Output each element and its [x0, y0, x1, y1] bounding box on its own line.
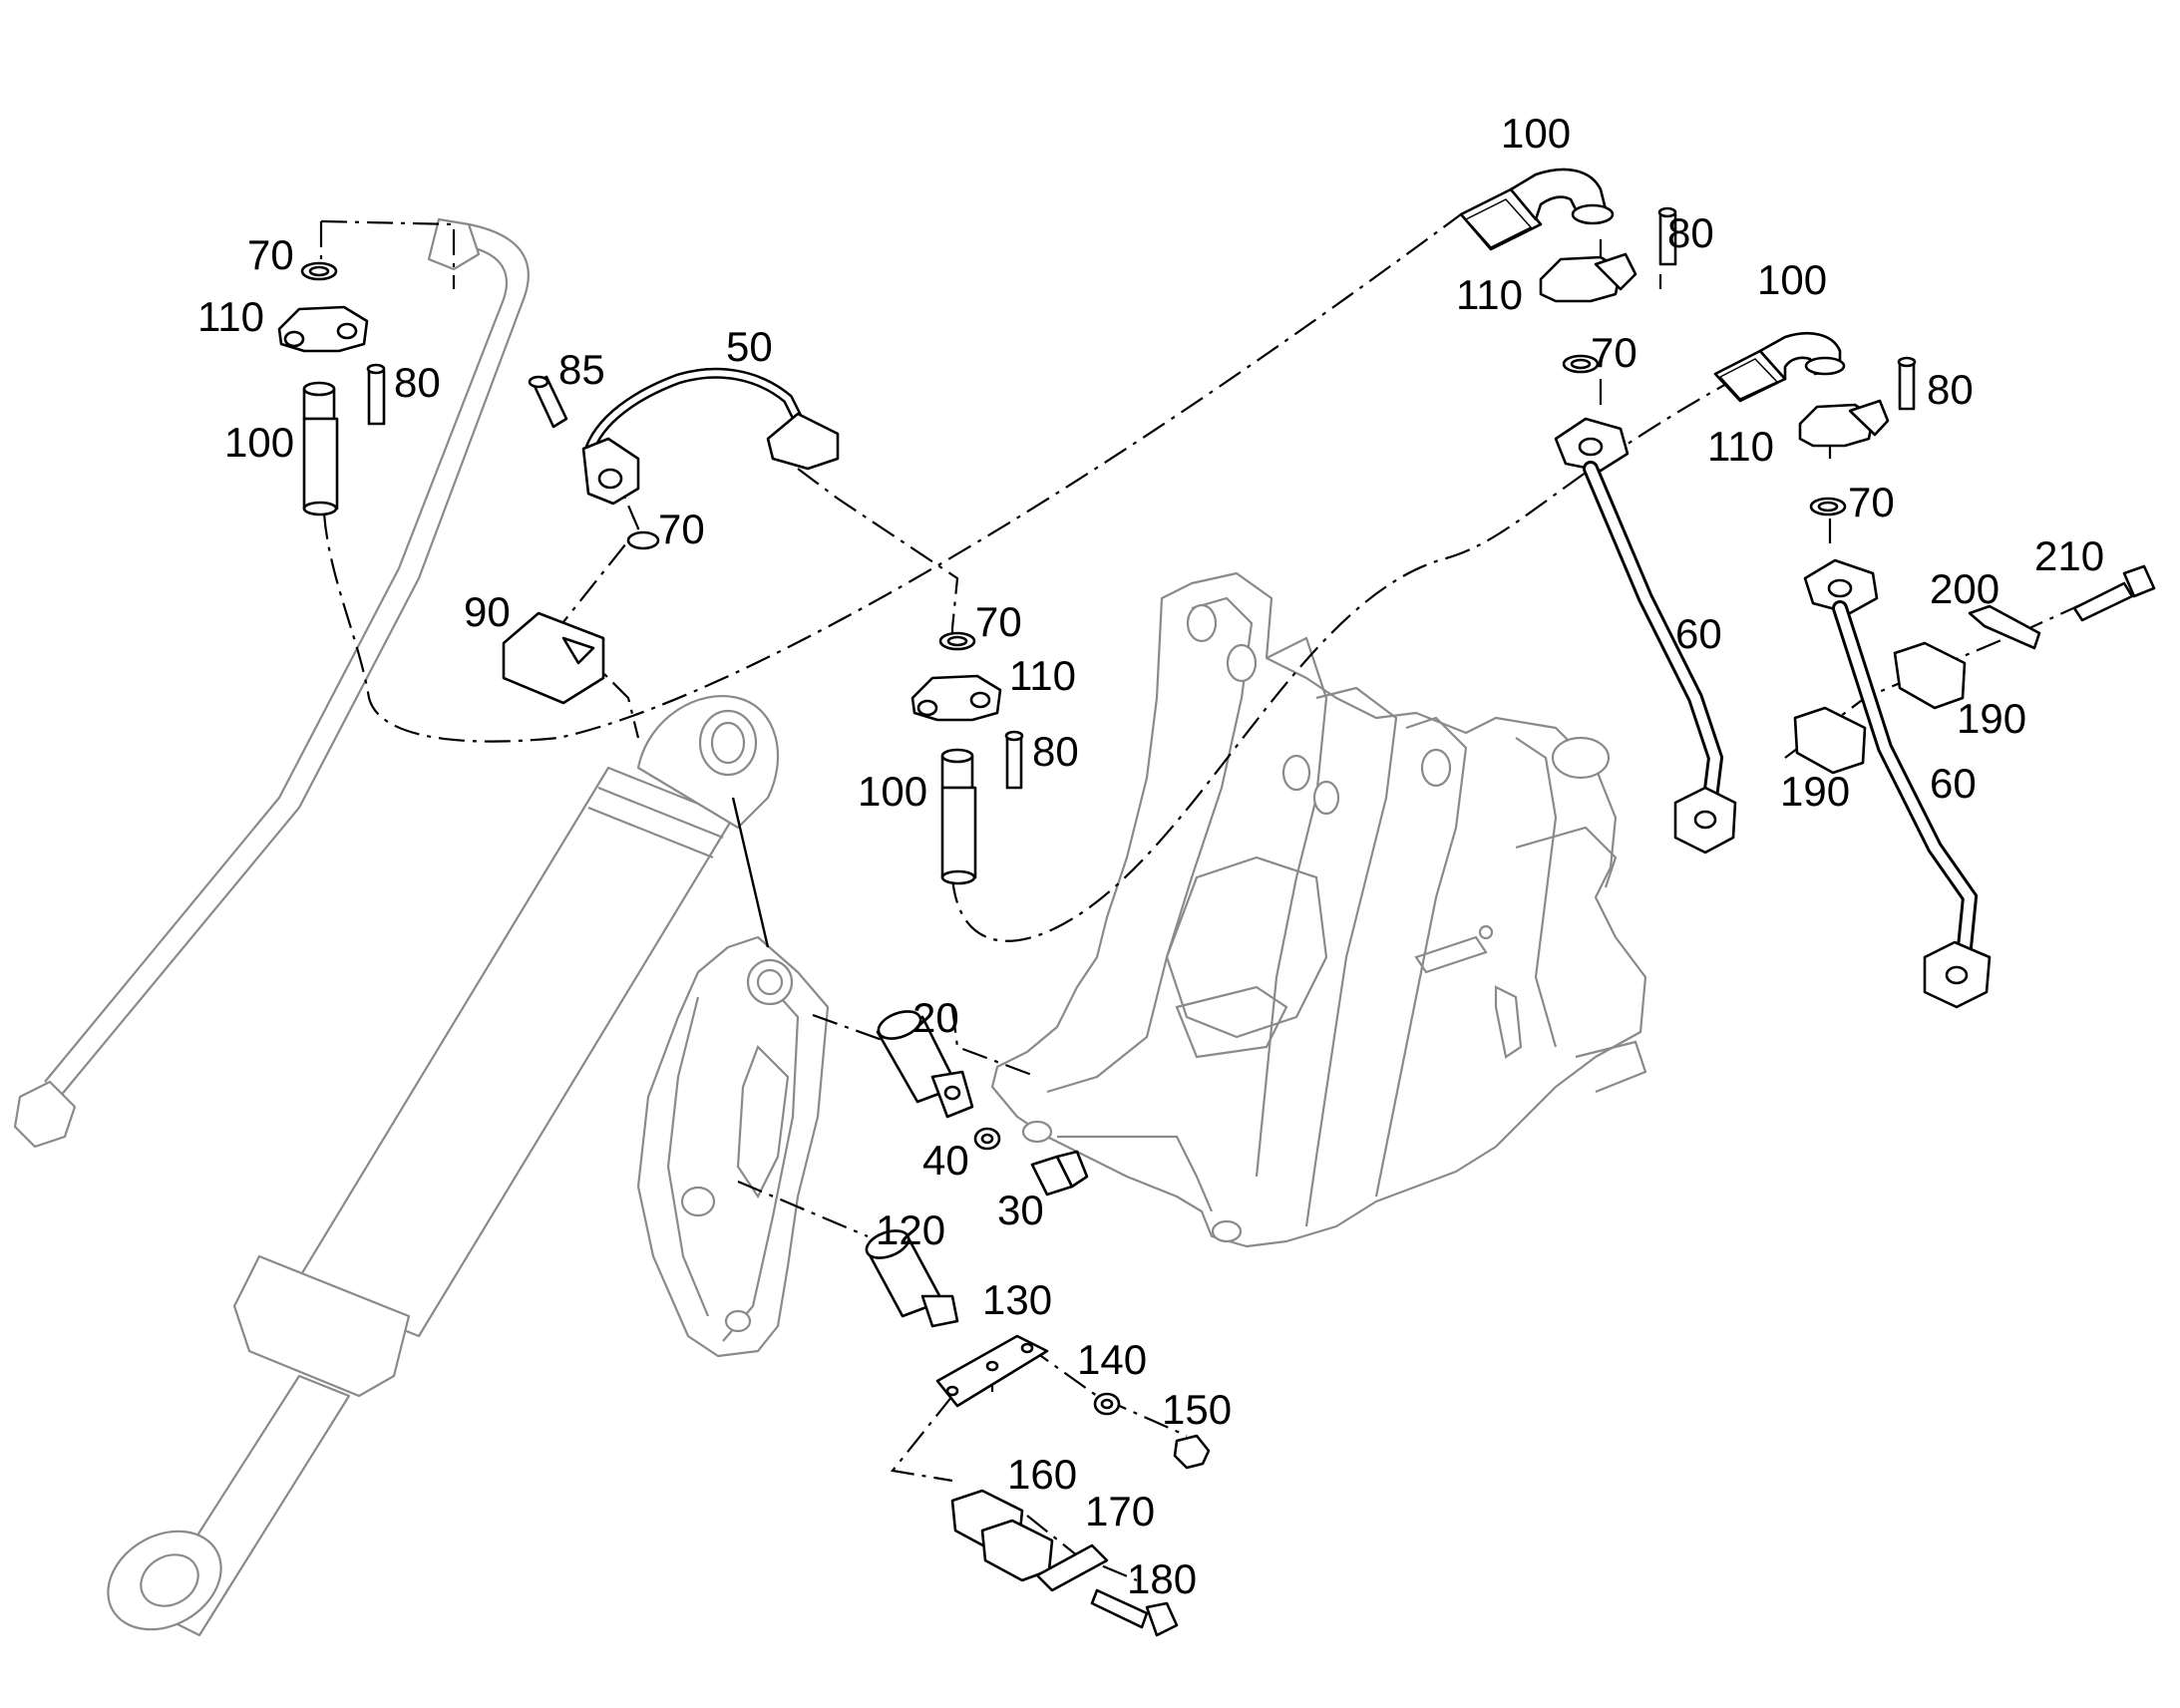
left-stack [277, 261, 386, 516]
callout-210: 210 [2034, 532, 2104, 579]
callout-labels: 70 110 80 100 85 50 70 90 70 110 80 100 … [197, 110, 2104, 1602]
front-frame [990, 571, 1647, 1248]
callout-70: 70 [1591, 329, 1637, 376]
callout-160: 160 [1007, 1451, 1077, 1498]
callout-120: 120 [876, 1206, 945, 1253]
callout-100: 100 [224, 419, 294, 466]
callout-40: 40 [922, 1137, 969, 1184]
callout-90: 90 [464, 588, 511, 635]
pipe-50-group [502, 367, 840, 705]
callout-190: 190 [1780, 768, 1850, 815]
callout-80: 80 [1667, 209, 1714, 256]
callout-110: 110 [197, 293, 264, 340]
callout-70: 70 [658, 506, 705, 552]
callout-60: 60 [1675, 610, 1722, 657]
callout-190: 190 [1957, 695, 2026, 742]
callout-80: 80 [1927, 366, 1974, 413]
callout-70: 70 [247, 231, 294, 278]
callout-130: 130 [982, 1276, 1052, 1323]
callout-180: 180 [1127, 1555, 1197, 1602]
callout-85: 85 [558, 346, 605, 393]
callout-20: 20 [912, 994, 959, 1041]
callout-70: 70 [975, 598, 1022, 645]
center-stack [910, 631, 1024, 885]
pin-120-group [865, 1229, 1211, 1470]
callout-170: 170 [1085, 1488, 1155, 1535]
callout-60: 60 [1930, 760, 1977, 807]
callout-140: 140 [1077, 1336, 1147, 1383]
callout-100: 100 [858, 768, 927, 815]
rocker-arm [636, 935, 830, 1358]
callout-100: 100 [1757, 256, 1827, 303]
callout-30: 30 [997, 1187, 1044, 1233]
callout-50: 50 [726, 323, 773, 370]
pin-20-group [876, 1010, 1089, 1196]
callout-100: 100 [1501, 110, 1571, 157]
solid-leader [731, 797, 770, 948]
callout-110: 110 [1707, 423, 1774, 470]
callout-80: 80 [1032, 728, 1079, 775]
callout-80: 80 [394, 359, 441, 406]
callout-200: 200 [1930, 565, 1999, 612]
right-upper-stack [1459, 168, 1737, 854]
right-lower-stack [1713, 331, 2156, 1009]
callout-150: 150 [1162, 1386, 1232, 1433]
callout-110: 110 [1009, 652, 1076, 699]
callout-110: 110 [1456, 271, 1523, 318]
long-hydraulic-pipe [13, 217, 530, 1149]
callout-70: 70 [1848, 479, 1895, 525]
lift-cylinder [107, 695, 780, 1637]
clamp-160-group [950, 1489, 1179, 1637]
